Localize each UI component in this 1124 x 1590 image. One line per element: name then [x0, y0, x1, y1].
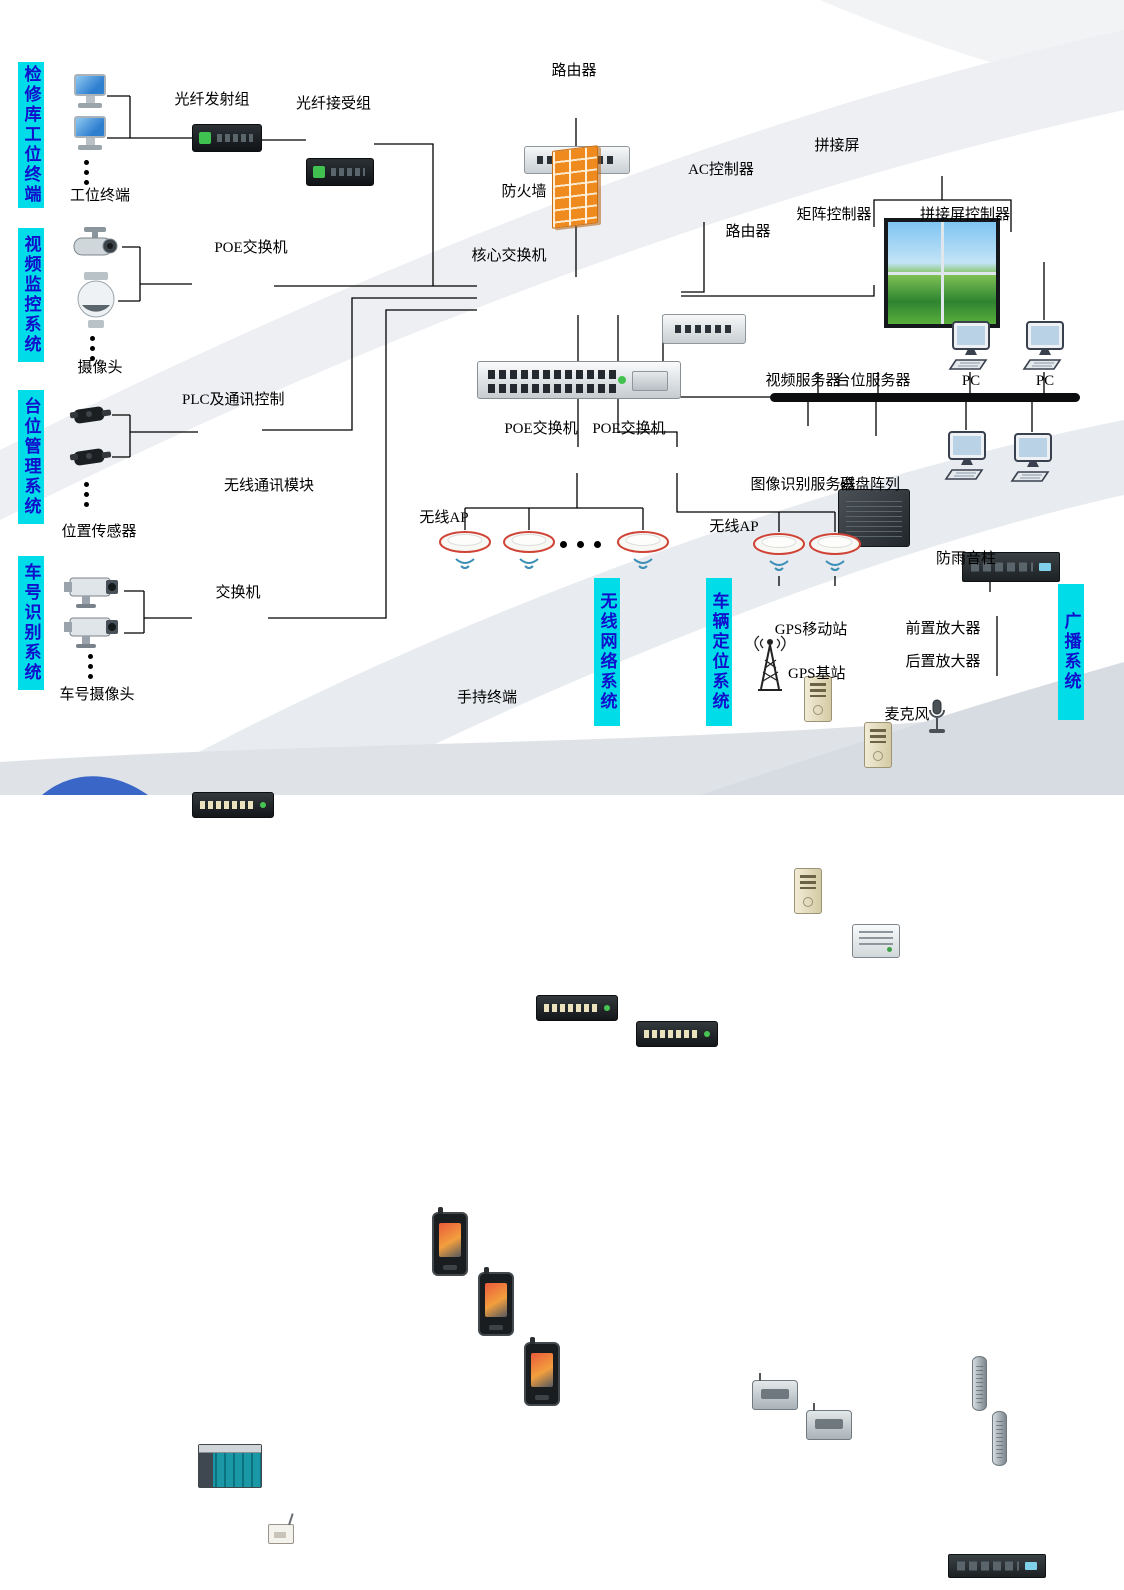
label-handheld: 手持终端 [456, 690, 517, 706]
label-disk-array: 磁盘阵列 [839, 477, 900, 493]
label-wireless-ap-left: 无线AP [419, 510, 469, 526]
label-pre-amp: 前置放大器 [905, 621, 981, 637]
label-gps-base: GPS基站 [788, 666, 846, 682]
handheld-terminal-icon [432, 1207, 468, 1276]
label-splice-screen: 拼接屏 [814, 138, 860, 154]
ellipsis-dots [90, 336, 95, 361]
label-station-server: 台位服务器 [835, 373, 911, 389]
label-wireless-module: 无线通讯模块 [223, 478, 314, 494]
pc-icon [942, 430, 990, 489]
wireless-module-device [268, 1524, 294, 1544]
wireless-ap-icon [502, 530, 556, 581]
license-camera-icon [62, 572, 122, 615]
section-tag-car-number-recognition: 车号识别系统 [18, 556, 44, 690]
label-car-camera: 车号摄像头 [59, 687, 135, 703]
label-poe-video: POE交换机 [214, 240, 288, 256]
pc-icon [946, 320, 994, 379]
label-microphone: 麦克风 [884, 707, 930, 723]
workstation-terminal-icon [70, 116, 110, 150]
fiber-receiver-device [306, 158, 374, 186]
label-gps-mobile: GPS移动站 [774, 622, 848, 638]
label-poe-center-right: POE交换机 [592, 421, 666, 437]
label-position-sensor: 位置传感器 [61, 524, 137, 540]
label-fiber-rx: 光纤接受组 [296, 96, 372, 112]
poe-switch-device [192, 792, 274, 818]
dome-camera-icon [74, 270, 118, 335]
bullet-camera-icon [70, 226, 122, 271]
wireless-ap-icon [438, 530, 492, 581]
handheld-terminal-icon [524, 1337, 560, 1406]
ellipsis-dots [560, 541, 601, 548]
column-speaker-icon [992, 1411, 1007, 1466]
ellipsis-dots [84, 160, 89, 185]
disk-array-device [852, 924, 900, 958]
position-sensor-icon [68, 440, 112, 479]
splice-screen-controller-device [962, 552, 1060, 582]
plc-device [198, 1444, 262, 1488]
label-firewall: 防火墙 [501, 184, 547, 200]
pc-icon [1008, 432, 1056, 491]
label-poe-center-left: POE交换机 [504, 421, 578, 437]
poe-switch-device [536, 995, 618, 1021]
fiber-transmitter-device [192, 124, 262, 152]
gps-base-antenna-icon [750, 634, 790, 699]
poe-switch-device [636, 1021, 718, 1047]
section-tag-workshop-terminal: 检修库工位终端 [18, 62, 44, 208]
label-image-server: 图像识别服务器 [750, 477, 856, 493]
label-rain-speaker: 防雨音柱 [935, 551, 996, 567]
pre-amplifier-device [948, 1554, 1046, 1578]
ellipsis-dots [88, 654, 93, 679]
image-recognition-server-icon [794, 868, 822, 914]
section-tag-vehicle-positioning: 车辆定位系统 [706, 578, 732, 726]
label-router-right: 路由器 [725, 224, 771, 240]
label-switch-carid: 交换机 [215, 585, 261, 601]
video-wall-icon [884, 218, 1000, 328]
wireless-ap-icon [752, 532, 806, 583]
license-camera-icon [62, 612, 122, 655]
label-pc-right: PC [1035, 373, 1055, 389]
gps-mobile-station-icon [806, 1403, 852, 1440]
label-core-switch: 核心交换机 [471, 248, 547, 264]
section-tag-station-management: 台位管理系统 [18, 390, 44, 524]
wireless-ap-icon [616, 530, 670, 581]
section-tag-wireless-network: 无线网络系统 [594, 578, 620, 726]
label-wireless-ap-right: 无线AP [709, 519, 759, 535]
label-camera: 摄像头 [77, 360, 123, 376]
label-ac-controller: AC控制器 [688, 162, 754, 178]
label-router-top: 路由器 [551, 63, 597, 79]
workstation-terminal-icon [70, 74, 110, 108]
firewall-icon [552, 145, 598, 229]
label-matrix-controller: 矩阵控制器 [796, 207, 872, 223]
wireless-ap-icon [808, 532, 862, 583]
ellipsis-dots [84, 482, 89, 507]
ac-controller-device [662, 314, 746, 344]
label-pc-left: PC [961, 373, 981, 389]
label-plc: PLC及通讯控制 [182, 392, 285, 408]
microphone-icon [922, 698, 952, 741]
pc-icon [1020, 320, 1068, 379]
network-bus-bar [770, 393, 1080, 402]
section-tag-broadcast-system: 广播系统 [1058, 584, 1084, 720]
core-switch-device [477, 361, 681, 399]
position-sensor-icon [68, 398, 112, 437]
video-server-icon [804, 676, 832, 722]
label-video-server: 视频服务器 [765, 373, 841, 389]
station-server-icon [864, 722, 892, 768]
section-tag-video-surveillance: 视频监控系统 [18, 228, 44, 362]
gps-mobile-station-icon [752, 1373, 798, 1410]
network-topology-diagram: 检修库工位终端 视频监控系统 台位管理系统 车号识别系统 无线网络系统 车辆定位… [0, 0, 1124, 795]
label-post-amp: 后置放大器 [905, 654, 981, 670]
connection-lines [107, 95, 1045, 676]
column-speaker-icon [972, 1356, 987, 1411]
handheld-terminal-icon [478, 1267, 514, 1336]
label-splice-controller: 拼接屏控制器 [919, 207, 1010, 223]
label-fiber-tx: 光纤发射组 [174, 92, 250, 108]
label-workstation-terminal: 工位终端 [69, 188, 130, 204]
